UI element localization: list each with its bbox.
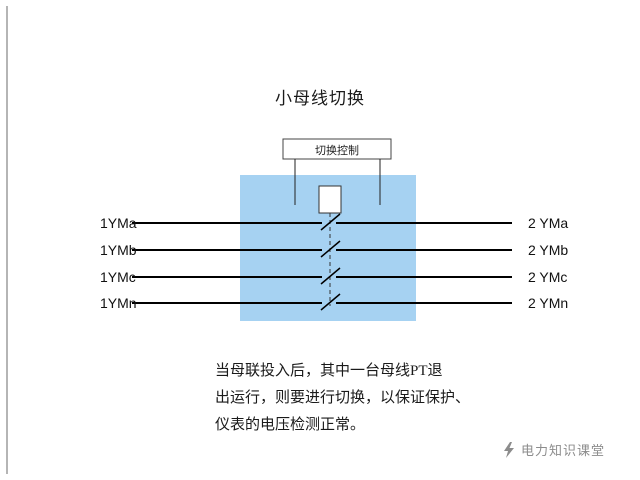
relay-coil	[318, 185, 342, 214]
switch-blade-3	[320, 267, 341, 285]
bus-label-2ymc: 2 YMc	[528, 269, 568, 285]
bus-label-2ymb: 2 YMb	[528, 242, 569, 258]
bus-label-1yma: 1YMa	[100, 215, 137, 231]
watermark-text: 电力知识课堂	[521, 443, 606, 458]
control-label-box	[282, 138, 392, 160]
description-line-3: 仪表的电压检测正常。	[215, 417, 366, 433]
switch-blade-4	[320, 293, 341, 311]
description-line-2: 出运行，则要进行切换，以保证保护、	[215, 390, 471, 406]
lightning-icon	[504, 441, 514, 458]
description-line-1: 当母联投入后，其中一台母线PT退	[215, 363, 443, 379]
bus-label-1ymc: 1YMc	[100, 269, 136, 285]
switch-blade-1	[320, 213, 341, 231]
description-text: 当母联投入后，其中一台母线PT退 出运行，则要进行切换，以保证保护、 仪表的电压…	[215, 358, 525, 439]
control-label: 切换控制	[315, 145, 359, 157]
bus-label-1ymn: 1YMn	[100, 295, 137, 311]
switch-blade-2	[320, 240, 341, 258]
watermark: 电力知识课堂	[502, 440, 605, 459]
bus-label-2ymn: 2 YMn	[528, 295, 569, 311]
bus-label-2yma: 2 YMa	[528, 215, 569, 231]
diagram-title: 小母线切换	[275, 89, 365, 108]
bus-label-1ymb: 1YMb	[100, 242, 137, 258]
left-border-line	[6, 6, 8, 474]
